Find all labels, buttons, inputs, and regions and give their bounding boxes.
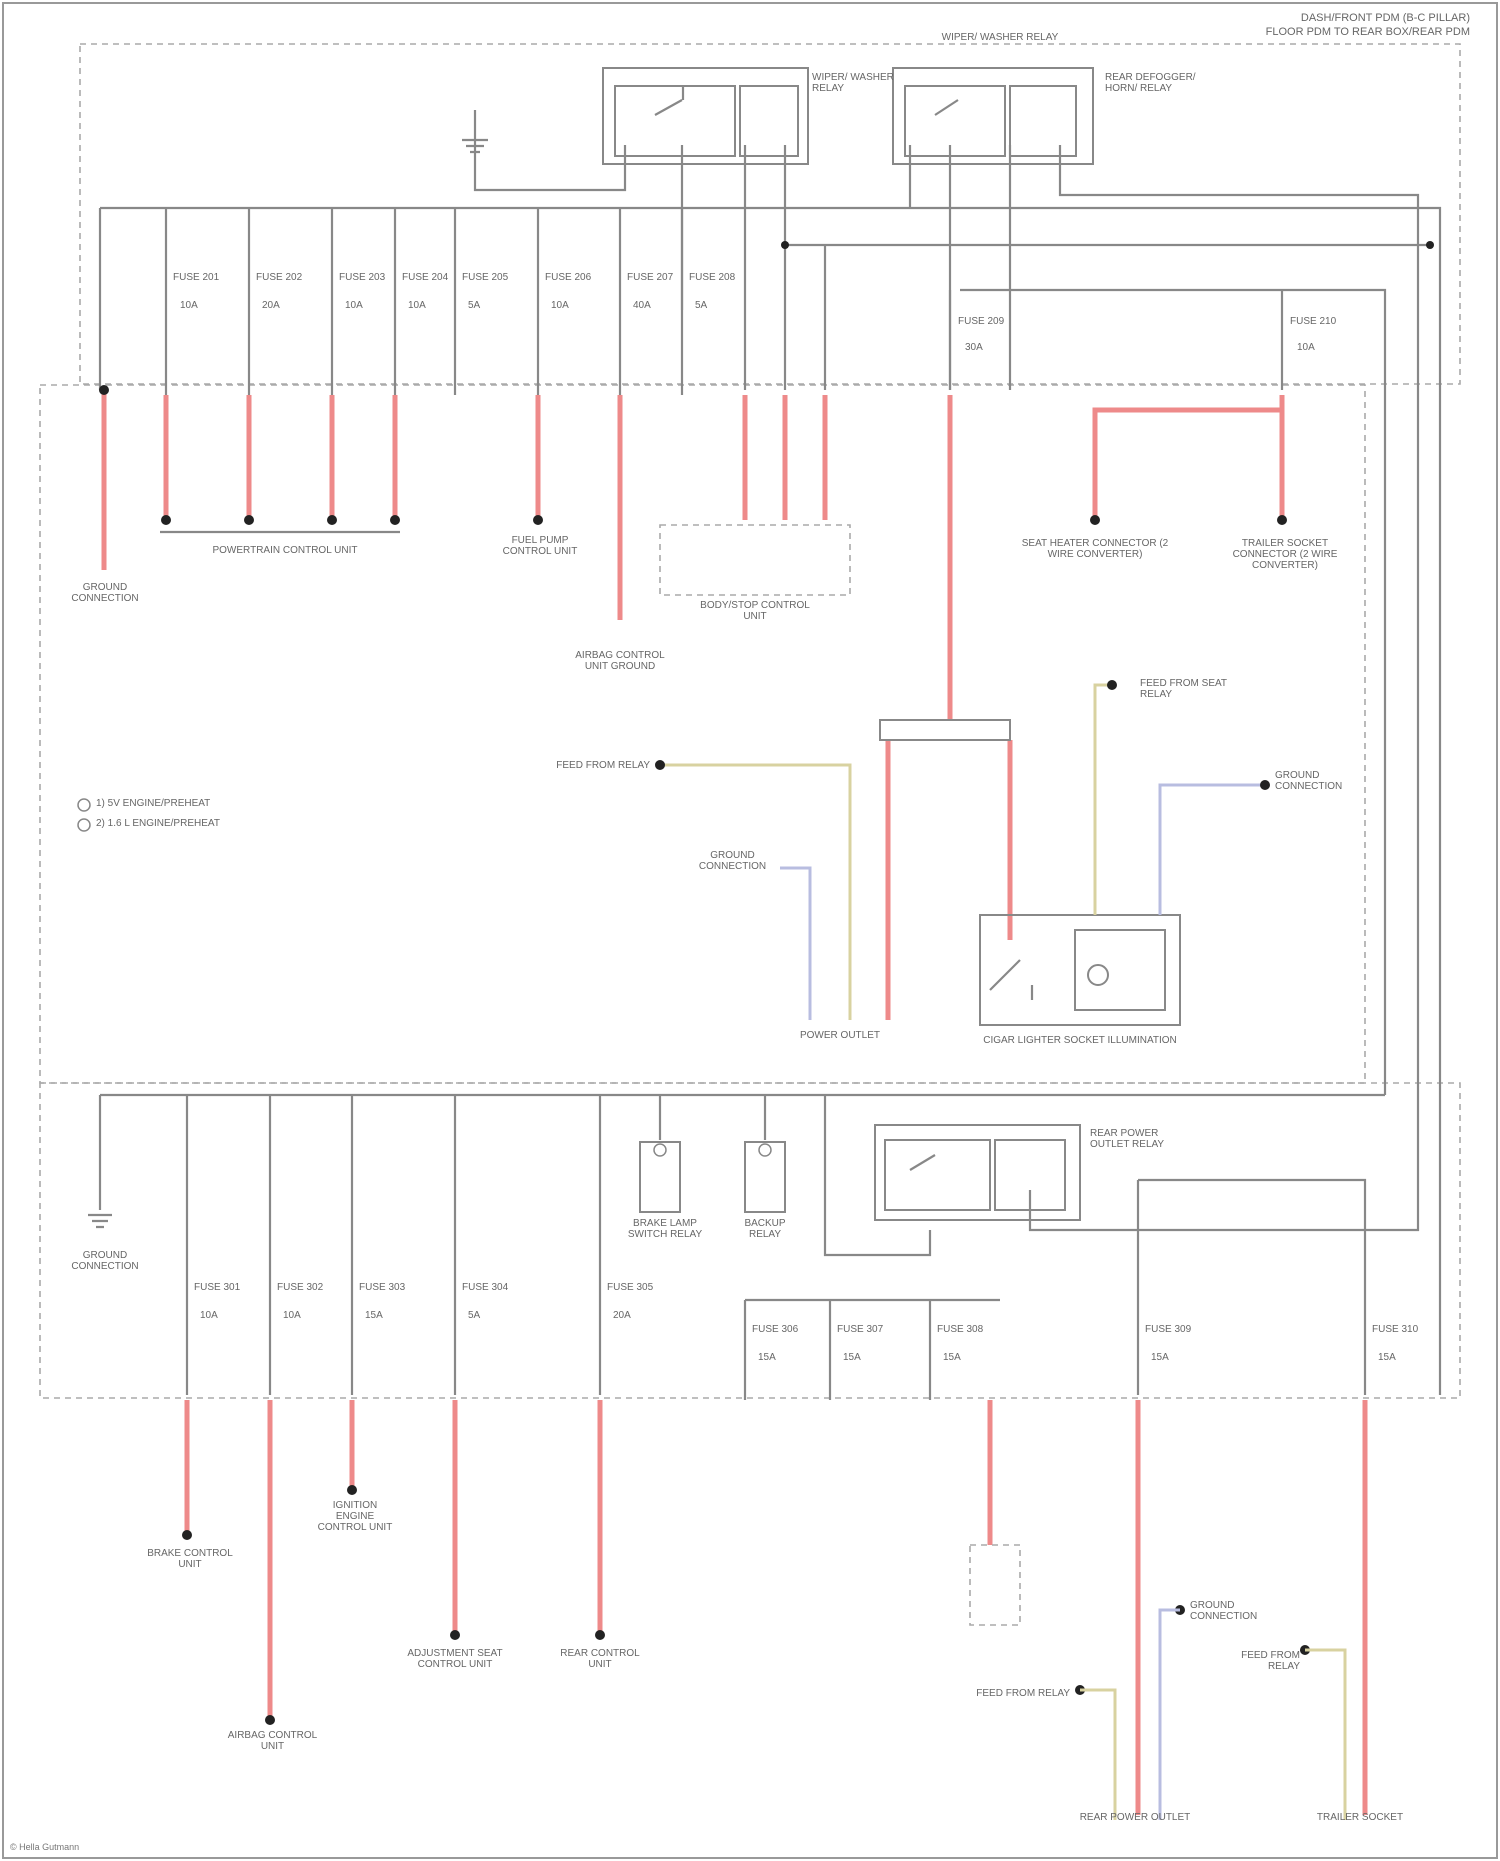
upper-fuse-branches bbox=[166, 208, 1282, 395]
upper-dots bbox=[99, 241, 1434, 525]
fuse-amp: 5A bbox=[695, 300, 707, 311]
label-lower-ground: GROUND CONNECTION bbox=[55, 1250, 155, 1272]
wiper-relay bbox=[475, 68, 808, 390]
fuse-label: FUSE 204 bbox=[402, 272, 448, 283]
power-outlet-circuit bbox=[655, 760, 850, 1020]
fuse-label: FUSE 307 bbox=[837, 1324, 883, 1335]
header-title-1: DASH/FRONT PDM (B-C PILLAR) bbox=[1301, 12, 1470, 24]
fuse-label: FUSE 206 bbox=[545, 272, 591, 283]
label-outlet-rear: REAR POWER OUTLET bbox=[1065, 1812, 1205, 1823]
label-feed-right: FEED FROM RELAY bbox=[1220, 1650, 1300, 1672]
fuse-label: FUSE 301 bbox=[194, 1282, 240, 1293]
middle-pdm-boundary bbox=[40, 385, 1365, 1083]
fuse-label: FUSE 207 bbox=[627, 272, 673, 283]
ground-symbol-lower bbox=[88, 1215, 112, 1227]
label-trailer: TRAILER SOCKET bbox=[1285, 1812, 1435, 1823]
header-title-2: FLOOR PDM TO REAR BOX/REAR PDM bbox=[1266, 26, 1470, 38]
label-airbag-ground: AIRBAG CONTROL UNIT GROUND bbox=[565, 650, 675, 672]
fuse-label: FUSE 310 bbox=[1372, 1324, 1418, 1335]
label-body-stop: BODY/STOP CONTROL UNIT bbox=[690, 600, 820, 622]
fuse-label: FUSE 302 bbox=[277, 1282, 323, 1293]
lower-pdm-boundary bbox=[40, 1083, 1460, 1398]
legend-2: 2) 1.6 L ENGINE/PREHEAT bbox=[96, 818, 220, 829]
connector-bar bbox=[880, 720, 1010, 740]
footer-credit: © Hella Gutmann bbox=[10, 1842, 79, 1852]
label-ground-left: GROUND CONNECTION bbox=[50, 582, 160, 604]
upper-bus bbox=[100, 208, 1440, 1395]
label-cigar-lighter: CIGAR LIGHTER SOCKET ILLUMINATION bbox=[975, 1035, 1185, 1046]
fuse-label: FUSE 308 bbox=[937, 1324, 983, 1335]
fuse-amp: 10A bbox=[408, 300, 426, 311]
fuse-amp: 10A bbox=[180, 300, 198, 311]
fuse-amp: 15A bbox=[943, 1352, 961, 1363]
fuse-label: FUSE 210 bbox=[1290, 316, 1336, 327]
label-ground-mid: GROUND CONNECTION bbox=[690, 850, 775, 872]
label-brake-control: BRAKE CONTROL UNIT bbox=[135, 1548, 245, 1570]
fuse-label: FUSE 203 bbox=[339, 272, 385, 283]
fuse-amp: 40A bbox=[633, 300, 651, 311]
fuse-amp: 10A bbox=[200, 1310, 218, 1321]
fuse-label: FUSE 303 bbox=[359, 1282, 405, 1293]
red-wires-lower bbox=[187, 1400, 1365, 1815]
label-feed-mid: FEED FROM RELAY bbox=[550, 760, 650, 771]
fuse-amp: 15A bbox=[843, 1352, 861, 1363]
fuse-amp: 10A bbox=[1297, 342, 1315, 353]
label-backup-relay: BACKUP RELAY bbox=[730, 1218, 800, 1240]
fuse-label: FUSE 309 bbox=[1145, 1324, 1191, 1335]
cigar-lighter-circuit bbox=[980, 680, 1270, 1025]
fuse-amp: 15A bbox=[1151, 1352, 1169, 1363]
body-stop-unit-box bbox=[660, 525, 850, 595]
fuse-label: FUSE 306 bbox=[752, 1324, 798, 1335]
rear-control-unit-box bbox=[970, 1545, 1020, 1625]
lower-relays bbox=[640, 1125, 1080, 1220]
fuse-amp: 15A bbox=[758, 1352, 776, 1363]
fuse-amp: 15A bbox=[365, 1310, 383, 1321]
label-lower-relay: REAR POWER OUTLET RELAY bbox=[1090, 1128, 1200, 1150]
fuse-label: FUSE 202 bbox=[256, 272, 302, 283]
fuse-amp: 20A bbox=[262, 300, 280, 311]
label-power-outlet: POWER OUTLET bbox=[780, 1030, 900, 1041]
label-ground-lower: GROUND CONNECTION bbox=[1190, 1600, 1280, 1622]
label-feed-left: FEED FROM RELAY bbox=[970, 1688, 1070, 1699]
seat-control-wires bbox=[1080, 1610, 1345, 1820]
legend-1: 1) 5V ENGINE/PREHEAT bbox=[96, 798, 210, 809]
fuse-amp: 15A bbox=[1378, 1352, 1396, 1363]
legend-marker-2 bbox=[78, 819, 90, 831]
fuse-amp: 30A bbox=[965, 342, 983, 353]
fuse-label: FUSE 205 bbox=[462, 272, 508, 283]
ground-symbol-top bbox=[462, 110, 488, 152]
label-seat-control: ADJUSTMENT SEAT CONTROL UNIT bbox=[390, 1648, 520, 1670]
fuse-amp: 5A bbox=[468, 300, 480, 311]
fuse-label: FUSE 209 bbox=[958, 316, 1004, 327]
label-rear-module: REAR CONTROL UNIT bbox=[555, 1648, 645, 1670]
fuse-amp: 10A bbox=[345, 300, 363, 311]
label-trailer-connector: TRAILER SOCKET CONNECTOR (2 WIRE CONVERT… bbox=[1210, 538, 1360, 571]
label-relay-right: REAR DEFOGGER/ HORN/ RELAY bbox=[1105, 72, 1215, 94]
page-border bbox=[3, 3, 1497, 1858]
fuse-label: FUSE 305 bbox=[607, 1282, 653, 1293]
legend-marker-1 bbox=[78, 799, 90, 811]
top-relay-left-label: WIPER/ WASHER RELAY bbox=[942, 32, 1059, 43]
label-powertrain: POWERTRAIN CONTROL UNIT bbox=[210, 545, 360, 556]
label-airbag-unit: AIRBAG CONTROL UNIT bbox=[225, 1730, 320, 1752]
label-brake-relay: BRAKE LAMP SWITCH RELAY bbox=[620, 1218, 710, 1240]
fuse-amp: 5A bbox=[468, 1310, 480, 1321]
label-relay-left: WIPER/ WASHER RELAY bbox=[812, 72, 902, 94]
red-wires-upper bbox=[104, 390, 1282, 1020]
rear-defogger-relay bbox=[893, 68, 1418, 1230]
label-seat-heater: SEAT HEATER CONNECTOR (2 WIRE CONVERTER) bbox=[1020, 538, 1170, 560]
fuse-amp: 10A bbox=[551, 300, 569, 311]
label-ground-right: GROUND CONNECTION bbox=[1275, 770, 1365, 792]
fuse-label: FUSE 208 bbox=[689, 272, 735, 283]
fuse-label: FUSE 304 bbox=[462, 1282, 508, 1293]
fuse-label: FUSE 201 bbox=[173, 272, 219, 283]
fuse-amp: 20A bbox=[613, 1310, 631, 1321]
label-ignition: IGNITION ENGINE CONTROL UNIT bbox=[315, 1500, 395, 1533]
fuse-amp: 10A bbox=[283, 1310, 301, 1321]
label-fuel-pump: FUEL PUMP CONTROL UNIT bbox=[490, 535, 590, 557]
label-feed-top-right: FEED FROM SEAT RELAY bbox=[1140, 678, 1240, 700]
upper-pdm-boundary bbox=[80, 44, 1460, 384]
